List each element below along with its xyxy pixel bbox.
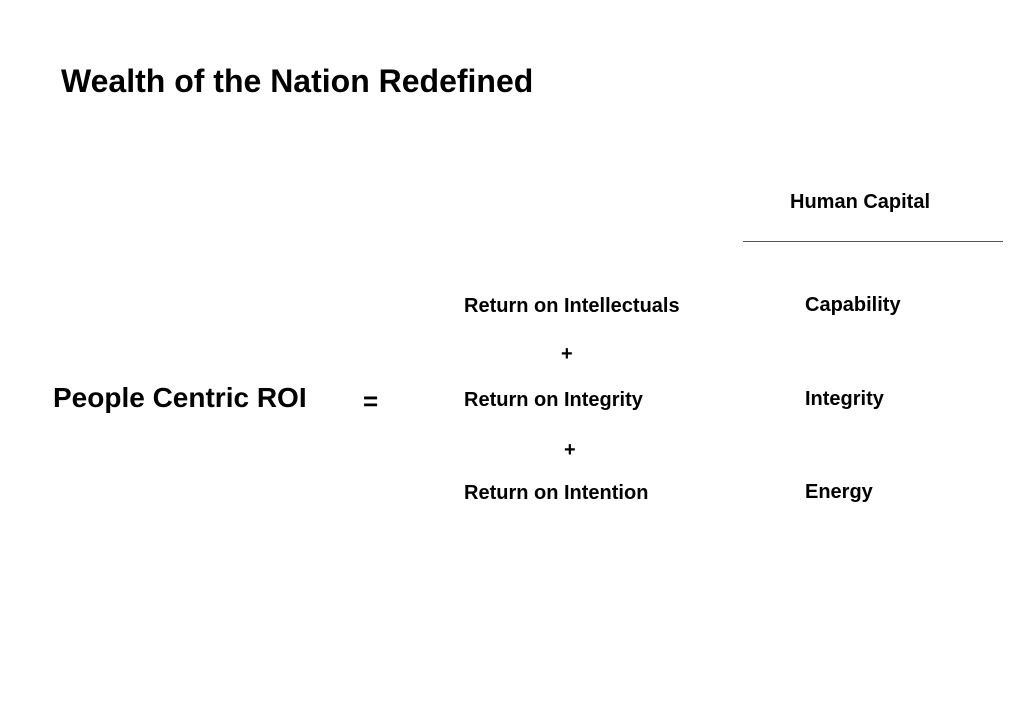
people-centric-roi-label: People Centric ROI [53, 382, 307, 413]
return-on-integrity: Return on Integrity [464, 389, 643, 411]
human-capital-header: Human Capital [790, 191, 931, 213]
return-on-intellectuals: Return on Intellectuals [464, 295, 680, 317]
plus-sign: + [564, 439, 576, 461]
capital-item-capability: Capability [805, 294, 901, 316]
plus-sign: + [561, 343, 573, 365]
equals-sign: = [363, 386, 379, 416]
slide-title: Wealth of the Nation Redefined [61, 63, 534, 99]
capital-item-energy: Energy [805, 481, 873, 503]
capital-item-integrity: Integrity [805, 388, 884, 410]
human-capital-divider [743, 241, 1003, 242]
return-on-intention: Return on Intention [464, 482, 649, 504]
